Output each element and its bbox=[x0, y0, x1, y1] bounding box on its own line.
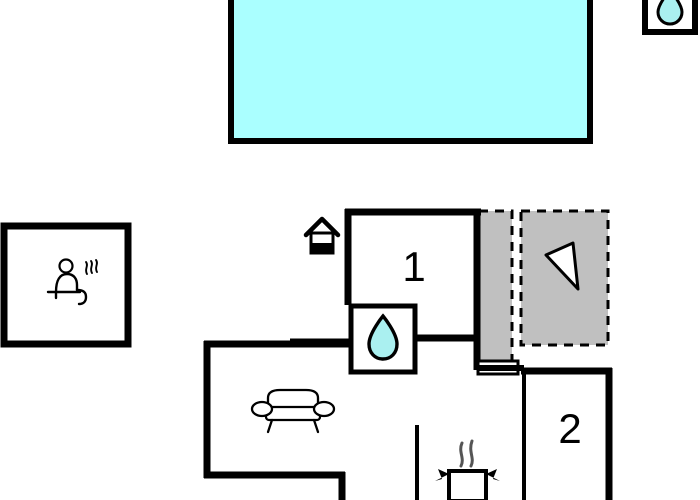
room-label-2: 2 bbox=[558, 405, 581, 452]
swimming-pool bbox=[228, 0, 593, 144]
water-legend-box bbox=[642, 0, 698, 35]
terrace-door bbox=[476, 359, 524, 376]
parasol-icon bbox=[544, 241, 580, 291]
wood-stove-icon bbox=[435, 439, 500, 500]
sauna-legend-box bbox=[0, 222, 132, 348]
terrace-narrow bbox=[477, 209, 514, 367]
walls-upper-block bbox=[344, 208, 481, 370]
sofa-icon bbox=[250, 388, 336, 434]
bathroom-box bbox=[348, 303, 418, 375]
walls-living-room bbox=[203, 340, 352, 500]
room-label-1: 1 bbox=[402, 243, 425, 290]
sauna-icon bbox=[46, 258, 98, 306]
house-entry-icon bbox=[303, 216, 341, 255]
terrace-wide bbox=[519, 209, 610, 347]
water-drop-icon bbox=[367, 313, 399, 361]
walls-lower-right bbox=[415, 367, 613, 500]
water-drop-icon bbox=[656, 0, 684, 26]
